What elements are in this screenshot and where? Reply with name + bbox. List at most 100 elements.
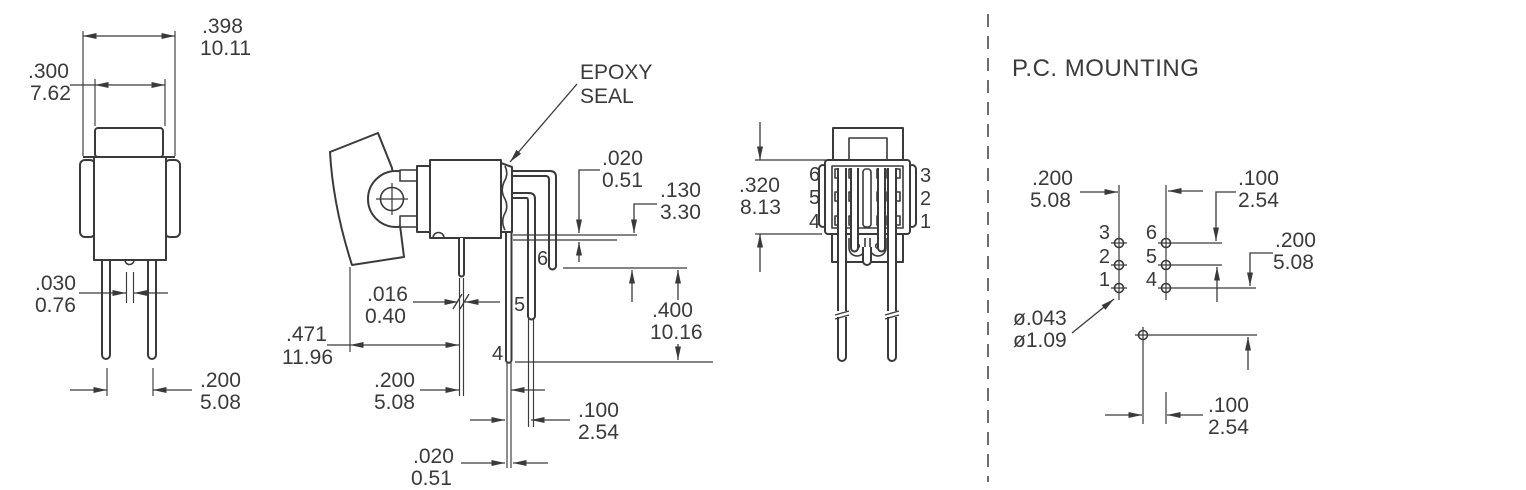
dim-text: 8.13 bbox=[740, 196, 781, 219]
body-front-outline bbox=[93, 156, 167, 261]
pc-mounting-panel: P.C. MOUNTING 3 2 1 6 5 4 .200 5.08 bbox=[1012, 55, 1316, 439]
front-pin-left bbox=[101, 259, 111, 360]
front-pin-right bbox=[147, 259, 157, 360]
dim-text: 11.96 bbox=[282, 346, 333, 369]
pin-break-marks bbox=[834, 310, 900, 320]
dim-text: 7.62 bbox=[30, 82, 71, 105]
dim-text: 2.54 bbox=[1208, 416, 1249, 439]
rear-pin-label-3: 3 bbox=[920, 165, 931, 187]
dim-text: .200 bbox=[1032, 167, 1073, 190]
rear-pin-label-1: 1 bbox=[920, 211, 931, 233]
mounting-holes bbox=[1111, 237, 1174, 343]
dim-front-rocker-width: .300 7.62 bbox=[28, 60, 166, 126]
dim-text: ø1.09 bbox=[1013, 329, 1067, 352]
rear-short-pin-left bbox=[850, 168, 859, 253]
hole-label-6: 6 bbox=[1146, 222, 1157, 244]
dim-text: 5.08 bbox=[200, 391, 241, 414]
body-side-outline bbox=[429, 159, 502, 239]
epoxy-seal-callout: EPOXY SEAL bbox=[509, 61, 652, 163]
pc-mounting-title: P.C. MOUNTING bbox=[1012, 55, 1199, 82]
hole-label-2: 2 bbox=[1099, 246, 1110, 268]
dim-front-pin-spacing: .200 5.08 bbox=[70, 368, 241, 414]
hole-label-1: 1 bbox=[1099, 269, 1110, 291]
dim-text: 10.11 bbox=[200, 37, 251, 60]
rear-pin-label-4: 4 bbox=[809, 211, 820, 233]
rear-center-slot bbox=[862, 168, 872, 228]
dim-text: .320 bbox=[739, 174, 780, 197]
dim-text: .016 bbox=[367, 283, 408, 306]
pin-entry-bump bbox=[432, 231, 445, 239]
dim-pc-row-spacing: .100 2.54 bbox=[1213, 167, 1279, 302]
rear-long-pin-right bbox=[887, 168, 897, 362]
dim-front-tip-width: .030 0.76 bbox=[35, 272, 168, 317]
callout-text: EPOXY bbox=[580, 61, 652, 84]
dim-side-pin-spacing-a: .200 5.08 bbox=[374, 369, 545, 414]
dim-text: .100 bbox=[578, 399, 619, 422]
dim-front-overall-width: .398 10.11 bbox=[82, 15, 251, 156]
side-pin-label-4: 4 bbox=[492, 343, 503, 365]
side-pin-label-6: 6 bbox=[537, 248, 548, 270]
dim-pc-hole-row-offset: .200 5.08 bbox=[1245, 229, 1316, 370]
dim-side-pin4-thickness: .020 0.51 bbox=[411, 445, 548, 490]
rocker-front-outline bbox=[94, 127, 164, 158]
terminal-6 bbox=[512, 170, 557, 271]
dim-pc-hole-col-offset: .100 2.54 bbox=[1105, 394, 1249, 439]
hole-label-4: 4 bbox=[1146, 269, 1157, 291]
side-view: EPOXY SEAL .020 0.51 .130 3.30 .400 10.1… bbox=[282, 61, 713, 490]
hole-3 bbox=[1113, 237, 1125, 249]
dim-text: ø.043 bbox=[1013, 307, 1067, 330]
front-switch-body bbox=[79, 127, 181, 360]
dim-side-pin-spacing-b: .100 2.54 bbox=[470, 399, 619, 444]
dim-side-overall-depth: .471 11.96 bbox=[282, 323, 459, 369]
rear-short-pin-right bbox=[877, 168, 886, 253]
dim-side-pin-length: .400 10.16 bbox=[650, 270, 703, 360]
dim-text: 0.76 bbox=[35, 294, 76, 317]
hole-locating bbox=[1137, 329, 1149, 341]
hole-6 bbox=[1160, 237, 1172, 249]
dim-text: 0.51 bbox=[602, 169, 643, 192]
rocker-rear-tab-inner bbox=[848, 137, 888, 161]
extension-lines bbox=[349, 267, 535, 468]
dim-text: 0.51 bbox=[411, 467, 452, 490]
dim-text: .200 bbox=[200, 369, 241, 392]
hole-2 bbox=[1113, 259, 1125, 271]
dim-text: 0.40 bbox=[365, 305, 406, 328]
pivot-crosshair bbox=[376, 183, 408, 215]
terminal-5 bbox=[512, 192, 536, 321]
dim-side-front-pin-thickness: .016 0.40 bbox=[365, 283, 500, 328]
rear-center-peg bbox=[862, 247, 872, 266]
rear-pin-label-2: 2 bbox=[920, 188, 931, 210]
dim-text: .020 bbox=[602, 147, 643, 170]
right-mount-ear bbox=[164, 159, 181, 238]
hole-label-3: 3 bbox=[1099, 222, 1110, 244]
front-view: .398 10.11 .300 7.62 .030 bbox=[28, 15, 251, 414]
dim-text: .030 bbox=[35, 272, 76, 295]
rear-pin-label-6: 6 bbox=[809, 164, 820, 186]
dim-side-terminal-thickness: .020 0.51 bbox=[576, 147, 643, 262]
dim-text: .400 bbox=[652, 299, 693, 322]
dim-text: 3.30 bbox=[660, 201, 701, 224]
hole-centerlines bbox=[1118, 185, 1167, 424]
dim-side-terminal-offset: .130 3.30 bbox=[629, 179, 701, 302]
hole-1 bbox=[1113, 282, 1125, 294]
dim-pc-column-spacing: .200 5.08 bbox=[1030, 167, 1203, 212]
dim-text: .398 bbox=[202, 15, 243, 38]
side-pin-label-5: 5 bbox=[514, 294, 525, 316]
rear-pin-label-5: 5 bbox=[809, 187, 820, 209]
side-front-pin bbox=[458, 238, 465, 278]
dim-text: .100 bbox=[1238, 167, 1279, 190]
dim-text: 5.08 bbox=[374, 391, 415, 414]
dim-text: 5.08 bbox=[1273, 251, 1314, 274]
dim-text: .200 bbox=[374, 369, 415, 392]
callout-text: SEAL bbox=[580, 85, 634, 108]
dim-text: .200 bbox=[1275, 229, 1316, 252]
dim-text: 2.54 bbox=[578, 421, 619, 444]
epoxy-seal-band bbox=[500, 162, 513, 233]
dim-pc-hole-diameter: ø.043 ø1.09 bbox=[1013, 298, 1115, 352]
dim-text: .130 bbox=[660, 179, 701, 202]
rear-long-pin-left bbox=[837, 168, 847, 362]
dim-text: .471 bbox=[286, 323, 327, 346]
dim-text: 5.08 bbox=[1030, 189, 1071, 212]
terminal-4 bbox=[505, 232, 513, 364]
